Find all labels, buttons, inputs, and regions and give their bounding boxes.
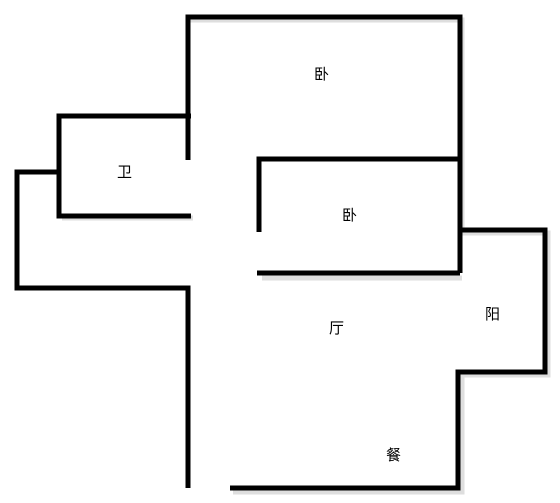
- wall-balcony-dining: [230, 227, 548, 491]
- wall-second-bedroom: [256, 156, 460, 232]
- label-bedroom-main: 卧: [314, 65, 329, 83]
- wall-shadows: [62, 17, 551, 495]
- label-balcony: 阳: [485, 305, 500, 323]
- label-living: 厅: [329, 319, 344, 337]
- label-dining: 餐: [386, 446, 401, 464]
- wall-entry: [14, 169, 191, 488]
- walls: [14, 14, 548, 491]
- wall-upper-bedroom: [185, 14, 463, 273]
- label-bedroom-second: 卧: [342, 206, 357, 224]
- room-labels: 卧 卧 卫 厅 阳 餐: [117, 65, 500, 464]
- label-bathroom: 卫: [117, 163, 132, 181]
- wall-bathroom: [56, 113, 191, 219]
